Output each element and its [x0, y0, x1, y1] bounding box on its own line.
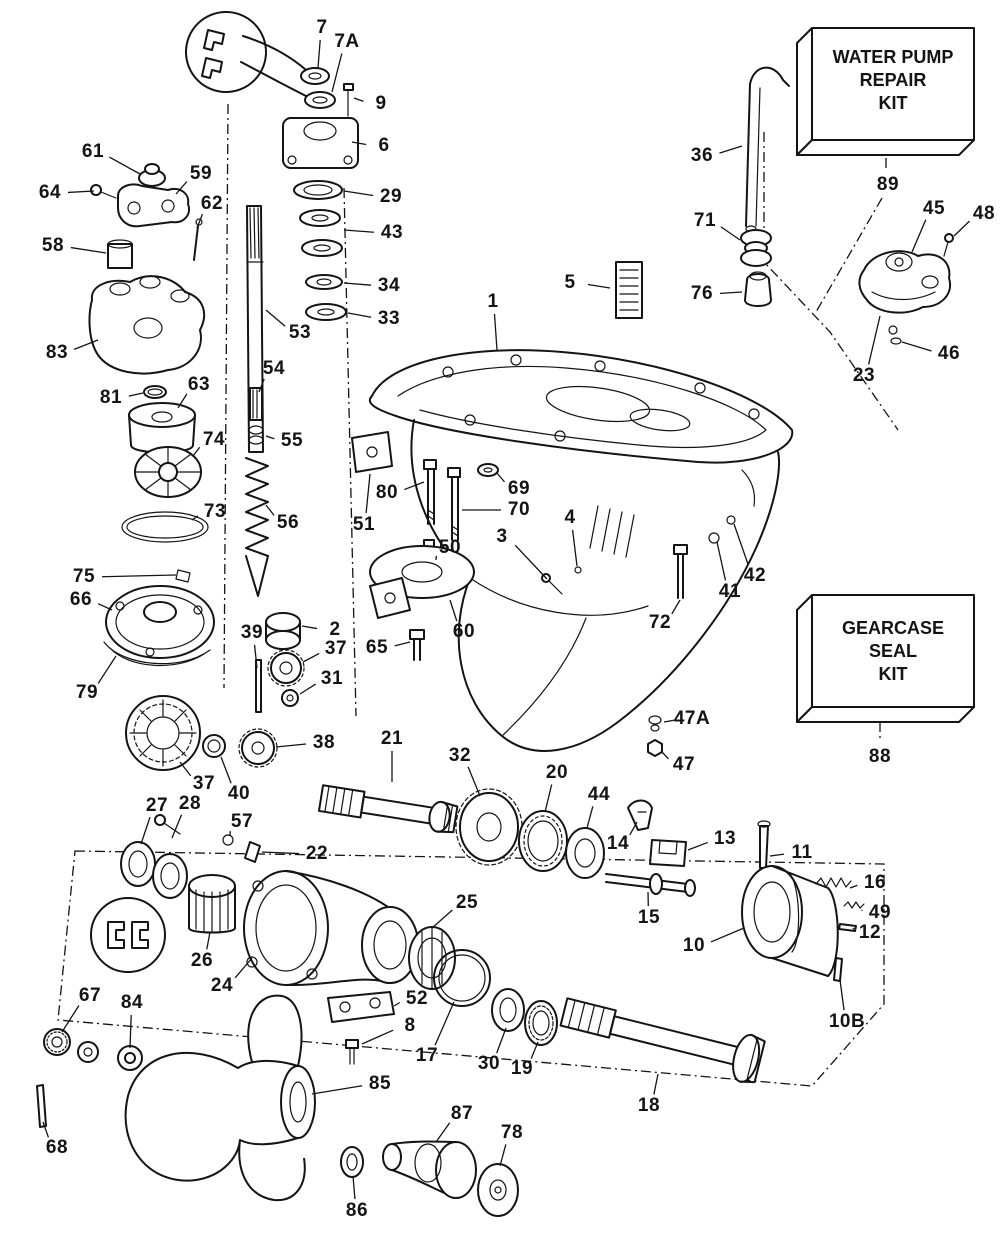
propeller-shaft-front [317, 784, 459, 834]
housing-fasteners [541, 544, 688, 757]
water-pump-kit-box [796, 27, 975, 156]
gearcase-head [243, 870, 456, 990]
oring-and-washers [433, 949, 558, 1046]
kit-label-line: WATER PUMP [832, 47, 954, 67]
kit-label-line: SEAL [868, 641, 917, 661]
bearing-retainer [125, 695, 201, 771]
gearcase-seal-kit-box [796, 594, 975, 723]
brand-logo [90, 897, 166, 973]
pinion-parts [202, 612, 305, 768]
pump-cover-and-seals [282, 117, 359, 321]
pump-base-plate [103, 569, 215, 667]
retainer-plate [327, 991, 395, 1065]
propeller-shaft-rear [559, 997, 766, 1084]
forward-gear-and-bearings [455, 788, 605, 879]
shift-dog-group [605, 799, 771, 897]
trim-tab-assembly [858, 233, 954, 345]
water-pump-kit-label: WATER PUMP REPAIR KIT [812, 46, 974, 115]
shift-pivot-plate [369, 539, 475, 661]
water-tube-group [740, 66, 790, 307]
mount-and-bolts [351, 431, 499, 541]
impeller-group [121, 446, 209, 543]
connector-block [615, 261, 643, 319]
kit-label-line: KIT [878, 93, 908, 113]
propeller [124, 994, 316, 1202]
shift-bracket-group [90, 163, 203, 269]
thrust-hardware [36, 1028, 143, 1128]
water-pump-housing [88, 275, 206, 454]
seal-and-bearing-group [120, 814, 261, 934]
grommets-and-screw [300, 67, 354, 117]
leader-lines [42, 39, 970, 1200]
group-boundary-lines [57, 103, 899, 1087]
kit-label-line: GEARCASE [841, 618, 944, 638]
bearing-housing [741, 865, 865, 982]
prop-hub-parts [340, 1140, 519, 1217]
gearcase-seal-kit-label: GEARCASE SEAL KIT [812, 617, 974, 686]
kit-label-line: KIT [878, 664, 908, 684]
clamp-detail-circle [185, 11, 307, 97]
kit-label-line: REPAIR [859, 70, 927, 90]
driveshaft [245, 205, 269, 597]
